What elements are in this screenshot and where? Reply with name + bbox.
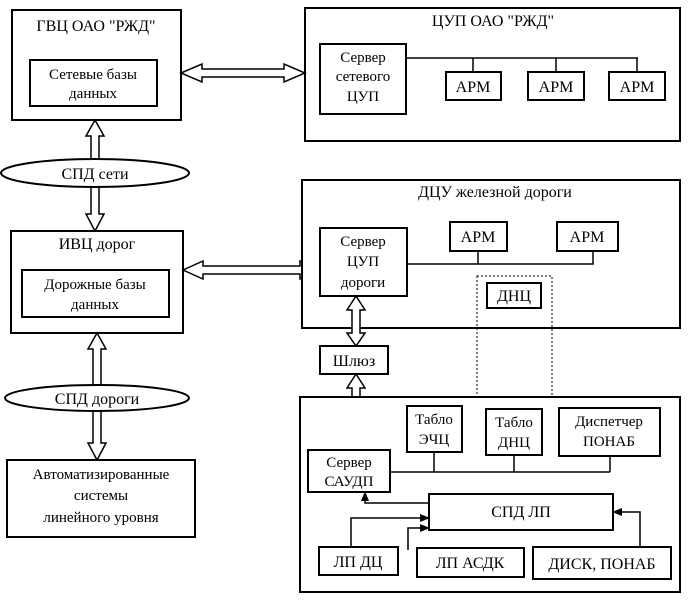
- ivc-dcu-double-arrow: [181, 259, 322, 281]
- automated-label-3: линейного уровня: [43, 510, 158, 526]
- cup-arm1-box: [445, 71, 502, 101]
- disk-ponab-box: [532, 546, 672, 580]
- dispatcher-box: [558, 407, 661, 457]
- road-db-box: [21, 269, 170, 318]
- gvc-cup-double-arrow: [179, 62, 307, 84]
- dispatcher-label-2: ПОНАБ: [583, 434, 635, 450]
- cup-block: ЦУП ОАО "РЖД" Сервер сетевого ЦУП АРМ АР…: [304, 7, 681, 142]
- spd-lp-label: СПД ЛП: [491, 504, 551, 521]
- dcu-arm2-box: [556, 221, 619, 252]
- dcu-server-label-2: ЦУП: [347, 254, 379, 270]
- disk-ponab-label: ДИСК, ПОНАБ: [548, 556, 655, 573]
- cup-arm3-box: [608, 71, 666, 101]
- dcu-server-box: [319, 227, 408, 297]
- saudp-server-box: [307, 449, 391, 493]
- dcu-server-label-1: Сервер: [340, 234, 386, 250]
- ivc-title: ИВЦ дорог: [59, 236, 136, 253]
- cup-arm2-box: [527, 71, 585, 101]
- spd-lp-to-server-arrow: [361, 491, 429, 504]
- spd-road-ellipse: [4, 384, 190, 412]
- cup-server-label-2: сетевого: [336, 69, 390, 85]
- road-db-label-1: Дорожные базы: [44, 277, 146, 293]
- road-db-label-2: данных: [71, 297, 119, 313]
- cup-title: ЦУП ОАО "РЖД": [432, 13, 554, 30]
- automated-label-2: системы: [74, 488, 128, 504]
- lp-asdk-label: ЛП АСДК: [436, 555, 505, 572]
- dcu-bus-line: [407, 251, 594, 265]
- automated-systems-frame: [6, 459, 196, 538]
- dcu-server-label-3: дороги: [341, 275, 385, 291]
- cup-arm3-label: АРМ: [620, 79, 655, 96]
- tablo-ech-label-2: ЭЧЦ: [419, 432, 450, 448]
- tablo-dnc-label-2: ДНЦ: [498, 435, 530, 451]
- saudp-server-label-1: Сервер: [326, 455, 372, 471]
- lp-dc-box: [318, 546, 399, 576]
- dispatcher-label-1: Диспетчер: [575, 414, 643, 430]
- spd-network-label: СПД сети: [61, 166, 129, 183]
- lp-dc-to-spd-arrow: [350, 514, 430, 547]
- automated-systems-block: Автоматизированные системы линейного уро…: [6, 459, 196, 538]
- network-db-box: [29, 59, 158, 107]
- dnc-box: [486, 282, 542, 309]
- linear-level-block: Табло ЭЧЦ Табло ДНЦ Диспетчер ПОНАБ Серв…: [299, 396, 681, 593]
- tablo-ech-box: [406, 405, 463, 453]
- dnc-label: ДНЦ: [497, 288, 531, 305]
- cup-arm2-label: АРМ: [539, 79, 574, 96]
- gvc-block: ГВЦ ОАО "РЖД" Сетевые базы данных: [11, 9, 182, 121]
- dcu-arm1-label: АРМ: [461, 229, 496, 246]
- spd-road-label: СПД дороги: [55, 391, 140, 408]
- dcu-arm1-box: [449, 221, 508, 252]
- cup-arm1-label: АРМ: [456, 79, 491, 96]
- dcu-arm2-label: АРМ: [570, 229, 605, 246]
- automated-label-1: Автоматизированные: [33, 467, 170, 483]
- cup-server-box: [319, 43, 407, 115]
- lp-asdk-to-spd-arrow: [407, 524, 430, 550]
- gateway-box: [319, 345, 389, 375]
- dcu-title: ДЦУ железной дороги: [418, 184, 572, 201]
- dnc-dotted-region: [476, 275, 553, 463]
- tablo-dnc-box: [485, 408, 543, 456]
- ivc-block: ИВЦ дорог Дорожные базы данных: [10, 230, 184, 334]
- cup-server-label-1: Сервер: [340, 50, 386, 66]
- cup-server-label-3: ЦУП: [347, 89, 379, 105]
- lp-dc-label: ЛП ДЦ: [334, 554, 383, 571]
- dcu-block: ДЦУ железной дороги Сервер ЦУП дороги АР…: [301, 179, 681, 463]
- network-db-label-2: данных: [69, 86, 117, 102]
- tablo-dnc-label-1: Табло: [495, 415, 533, 431]
- network-db-label-1: Сетевые базы: [49, 67, 137, 83]
- spd-lp-box: [428, 493, 614, 531]
- tablo-ech-label-1: Табло: [415, 412, 453, 428]
- disk-to-spd-arrow: [612, 508, 641, 547]
- gateway-label: Шлюз: [333, 353, 375, 370]
- saudp-server-label-2: САУДП: [325, 474, 374, 490]
- lp-asdk-box: [416, 547, 525, 578]
- spd-network-ellipse: [0, 158, 190, 188]
- gvc-title: ГВЦ ОАО "РЖД": [36, 18, 155, 35]
